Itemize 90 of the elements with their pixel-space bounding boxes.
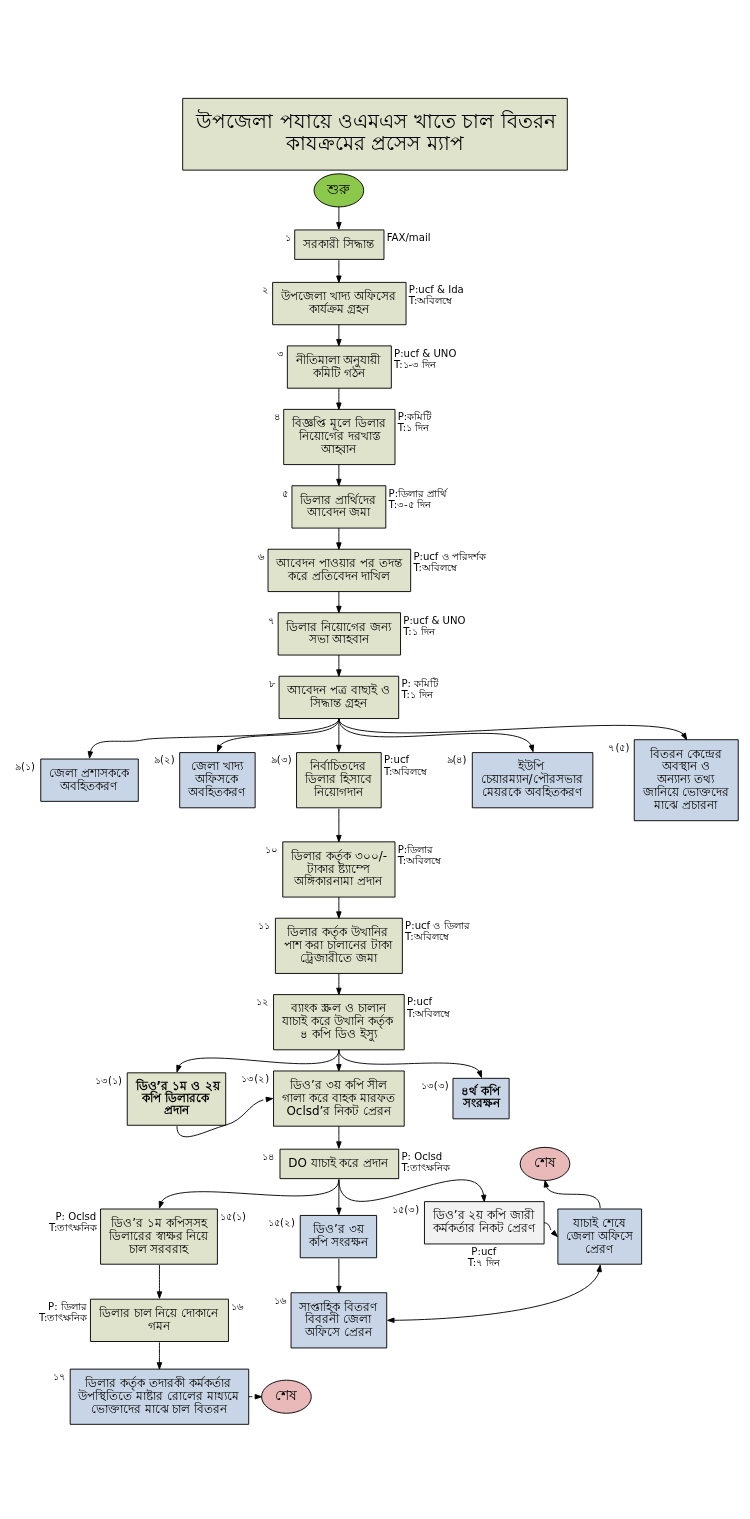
node-label: P:ucf (471, 1245, 497, 1257)
node-ellipse: শেষ (261, 1379, 312, 1414)
node-label: ৯(১) (14, 760, 35, 772)
node-label: P:ucf ও পরিদর্শক (413, 551, 486, 563)
node-label: T:১ দিন (401, 689, 434, 701)
node-label: P:কমিটি (397, 411, 432, 423)
node-label: ৭ (268, 614, 276, 626)
node-label: ১৬ (231, 1301, 245, 1313)
node-label: ১৭ (52, 1370, 66, 1382)
node-label: ২ (262, 284, 270, 296)
node-label: ১৩(৩) (420, 1080, 449, 1092)
node-label: P: Oclsd (55, 1210, 97, 1222)
node-label: ১২ (256, 996, 270, 1008)
diagram-title: উপজেলা পযায়ে ওএমএস খাতে চাল বিতরন কাযক্রমের প্রসেস ম্যাপ (196, 109, 556, 156)
node-label: FAX/mail (386, 231, 431, 243)
arrow (338, 1049, 482, 1078)
node-label: P:ucf (383, 754, 409, 766)
node-label: P:ডিলার (397, 843, 434, 855)
node-label: ১৫(১) (220, 1210, 247, 1222)
node-label: T:৭ দিন (467, 1256, 501, 1268)
node-label: T:অবিলম্বে (397, 854, 442, 866)
arrow (336, 896, 342, 919)
node-label: ১৬ (273, 1294, 287, 1306)
node-label: ৫ (281, 487, 288, 499)
arrow (338, 1179, 487, 1203)
node-label: ৯(৪) (446, 754, 467, 766)
node-label: T:অবিলম্বে (408, 295, 453, 307)
node-label: P:ucf (406, 996, 433, 1008)
arrow (336, 808, 342, 843)
node-label: ৯(২) (153, 754, 175, 766)
arrow (176, 1049, 340, 1073)
arrow (248, 1394, 263, 1400)
arrow (336, 1258, 342, 1294)
arrow (87, 718, 340, 759)
node-label: ১৩(২) (241, 1072, 270, 1084)
arrow (336, 527, 342, 550)
arrow (336, 591, 342, 614)
node-label: P:ucf & UNO (394, 347, 457, 359)
arrow (336, 464, 342, 487)
node-label: ১৩(১) (95, 1074, 122, 1086)
arrow (336, 718, 342, 753)
arrow (176, 1096, 274, 1138)
node-label: T:তাৎক্ষনিক (401, 1162, 450, 1174)
node-label: T:১ দিন (397, 422, 430, 434)
node-label: T:অবিলম্বে (413, 562, 457, 574)
arrow (216, 718, 340, 753)
arrow (336, 1125, 342, 1149)
arrow (543, 1222, 558, 1238)
node-label: ১ (284, 231, 291, 243)
node-label: ৩ (277, 347, 285, 359)
node-label: ৪ (273, 411, 280, 423)
node-label: ১৫(৩) (392, 1203, 420, 1215)
node-label: ১১ (257, 920, 270, 932)
arrow (336, 1049, 342, 1072)
arrow (338, 718, 688, 741)
node-label: P: ডিলার (48, 1301, 87, 1313)
node-label: ১৪ (262, 1151, 275, 1163)
node-label: ৬ (257, 551, 265, 563)
node-label: T:তাৎক্ষনিক (38, 1312, 88, 1324)
node-label: P:ucf ও ডিলার (405, 920, 470, 932)
node-label: P: কমিটি (401, 678, 439, 690)
arrow (156, 1341, 163, 1370)
node-label: T:অবিলম্বে (405, 931, 449, 943)
node-label: P:ucf & Ida (408, 284, 464, 296)
node-label: ৭(৫) (608, 741, 630, 753)
arrow (336, 206, 342, 230)
node-label: P:ucf & UNO (403, 614, 466, 626)
arrow (336, 973, 342, 996)
node-label: ৯(৩) (270, 754, 292, 766)
node-label: T:১ দিন (403, 625, 435, 637)
arrow (336, 654, 342, 677)
node-label: ১০ (265, 843, 279, 855)
node-label: ১৫(২) (268, 1217, 295, 1229)
node-label: P: Oclsd (401, 1151, 443, 1163)
node-ellipse: শেষ (519, 1146, 571, 1181)
arrow (156, 1264, 163, 1299)
arrow (336, 259, 342, 283)
arrow (338, 718, 534, 753)
node-label: T:১-৩ দিন (394, 358, 437, 370)
node-label: T:অবিলম্বে (383, 765, 428, 777)
node-label: T:৩-৫ দিন (388, 498, 431, 510)
node-label: T:অবিলম্বে (406, 1007, 451, 1019)
node-label: P:ডিলার প্রার্থি (388, 487, 447, 499)
arrow (336, 324, 342, 347)
node-label: T:তাৎক্ষনিক (49, 1221, 98, 1233)
arrow (336, 387, 342, 410)
node-label: ৮ (268, 678, 275, 690)
arrow (387, 1264, 602, 1323)
arrow (543, 1180, 601, 1209)
node-ellipse: শুরু (313, 173, 365, 208)
